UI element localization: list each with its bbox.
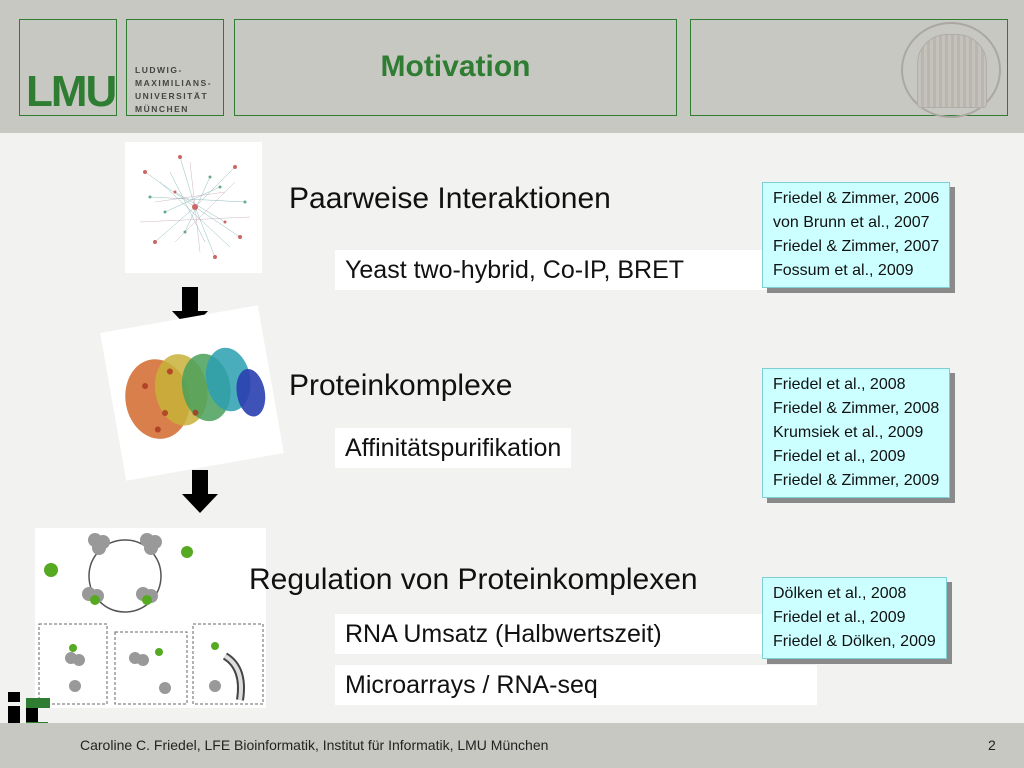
university-seal-icon [901,22,1001,118]
seal-box [690,19,1008,118]
reference: von Brunn et al., 2007 [773,214,930,231]
reference: Friedel & Zimmer, 2007 [773,238,940,255]
method-label: Affinitätspurifikation [335,428,572,468]
section-heading-regulation: Regulation von Proteinkomplexen [249,563,698,596]
reference: Friedel & Zimmer, 2009 [773,472,940,489]
slide-title: Motivation [380,50,531,83]
university-name-line: MAXIMILIANS- [135,78,213,88]
references-box: Dölken et al., 2008 Friedel et al., 2009… [762,577,947,659]
method-label: Microarrays / RNA-seq [335,665,817,705]
reference: Dölken et al., 2008 [773,585,907,602]
down-arrow-icon [182,470,218,513]
university-name-line: MÜNCHEN [135,104,189,114]
reference: Friedel & Zimmer, 2008 [773,400,940,417]
reference: Friedel & Zimmer, 2006 [773,190,940,207]
reference: Friedel et al., 2008 [773,376,906,393]
university-name-box: LUDWIG- MAXIMILIANS- UNIVERSITÄT MÜNCHEN [126,19,224,116]
university-name-line: LUDWIG- [135,65,183,75]
reference: Krumsiek et al., 2009 [773,424,924,441]
protein-interaction-network-image [125,142,262,273]
lmu-logo-box: LMU [19,19,117,116]
references-box: Friedel & Zimmer, 2006 von Brunn et al.,… [762,182,951,288]
slide-header: LMU LUDWIG- MAXIMILIANS- UNIVERSITÄT MÜN… [0,0,1024,133]
university-name-line: UNIVERSITÄT [135,91,209,101]
reference: Friedel & Dölken, 2009 [773,633,936,650]
university-name: LUDWIG- MAXIMILIANS- UNIVERSITÄT MÜNCHEN [135,64,212,116]
slide-footer: Caroline C. Friedel, LFE Bioinformatik, … [0,723,1024,768]
method-label: RNA Umsatz (Halbwertszeit) [335,614,817,654]
title-box: Motivation [234,19,677,116]
reference: Friedel et al., 2009 [773,448,906,465]
complex-regulation-diagram-image [35,528,266,708]
section-heading-pairwise: Paarweise Interaktionen [289,182,611,215]
footer-text: Caroline C. Friedel, LFE Bioinformatik, … [80,737,549,753]
page-number: 2 [988,737,996,753]
reference: Fossum et al., 2009 [773,262,914,279]
lmu-logo: LMU [26,67,117,116]
protein-complex-structure-image [100,305,284,481]
reference: Friedel et al., 2009 [773,609,906,626]
method-label: Yeast two-hybrid, Co-IP, BRET [335,250,813,290]
references-box: Friedel et al., 2008 Friedel & Zimmer, 2… [762,368,951,498]
section-heading-complexes: Proteinkomplexe [289,369,513,402]
